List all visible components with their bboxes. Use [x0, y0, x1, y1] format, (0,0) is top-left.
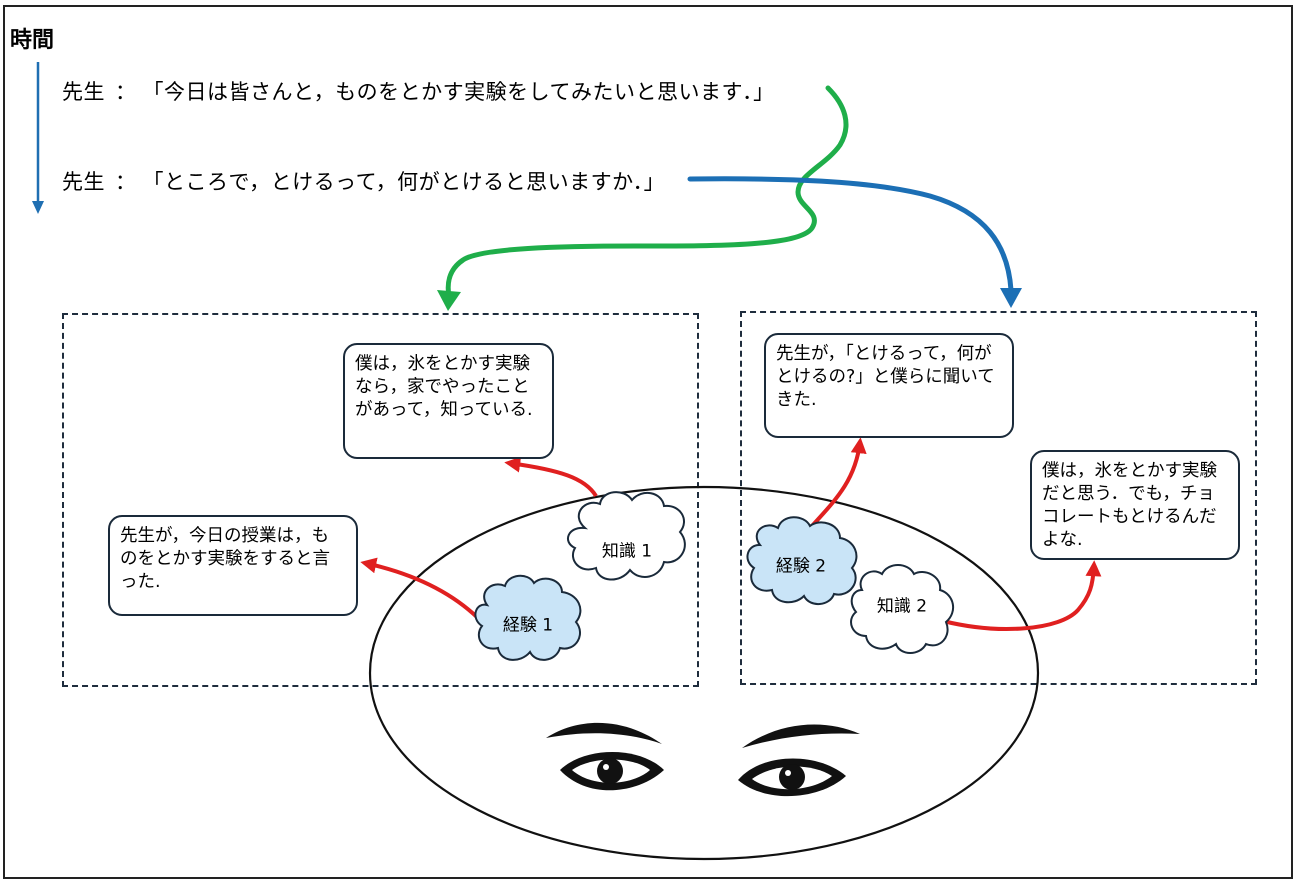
- bubble-experience-2: 先生が，「とけるって，何がとけるの?」と僕らに聞いてきた.: [764, 333, 1014, 438]
- speaker-separator: ：: [115, 80, 137, 104]
- eyes-icon: [546, 722, 860, 797]
- red-arrow-knowledge1: [504, 456, 598, 498]
- figure-frame: [3, 5, 1293, 879]
- cloud-experience-2: [746, 516, 858, 605]
- knowledge-1-label: 知識 1: [601, 541, 653, 562]
- dialogue-text: 「ところで，とけるって，何がとけると思いますか．」: [142, 170, 666, 194]
- right-eyebrow-icon: [742, 724, 860, 748]
- cloud-experience-1: [474, 574, 582, 661]
- dialogue-line-1: 先生 ：「今日は皆さんと，ものをとかす実験をしてみたいと思います．」: [62, 76, 775, 106]
- right-thought-panel: [740, 311, 1257, 685]
- bubble-knowledge-1: 僕は，氷をとかす実験なら，家でやったことがあって，知っている.: [343, 343, 554, 459]
- red-arrow-knowledge2: [942, 560, 1102, 631]
- blue-arrow: [687, 176, 1022, 308]
- left-eyebrow-icon: [546, 722, 662, 744]
- right-eye-icon: [738, 758, 846, 797]
- bubble-knowledge-2: 僕は，氷をとかす実験だと思う．でも，チョコレートもとけるんだよな.: [1030, 450, 1240, 560]
- knowledge-2-label: 知識 2: [876, 596, 928, 617]
- head-outline: [368, 485, 1040, 861]
- experience-1-label: 経験 1: [502, 615, 554, 636]
- time-axis-label: 時間: [10, 28, 55, 53]
- time-axis-arrow: [32, 62, 44, 214]
- cloud-knowledge-1: [566, 491, 686, 581]
- left-eye-icon: [560, 752, 664, 791]
- red-arrow-experience2: [801, 437, 867, 538]
- speaker-label: 先生: [62, 80, 105, 104]
- speaker-separator: ：: [115, 170, 137, 194]
- bubble-experience-1: 先生が，今日の授業は，ものをとかす実験をすると言った.: [108, 515, 358, 616]
- dialogue-text: 「今日は皆さんと，ものをとかす実験をしてみたいと思います．」: [142, 80, 775, 104]
- cloud-knowledge-2: [850, 564, 955, 654]
- green-arrow: [437, 85, 849, 311]
- red-arrow-experience1: [360, 557, 480, 620]
- left-thought-panel: [62, 313, 699, 687]
- speaker-label: 先生: [62, 170, 105, 194]
- dialogue-line-2: 先生 ：「ところで，とけるって，何がとけると思いますか．」: [62, 166, 665, 196]
- experience-2-label: 経験 2: [775, 556, 827, 577]
